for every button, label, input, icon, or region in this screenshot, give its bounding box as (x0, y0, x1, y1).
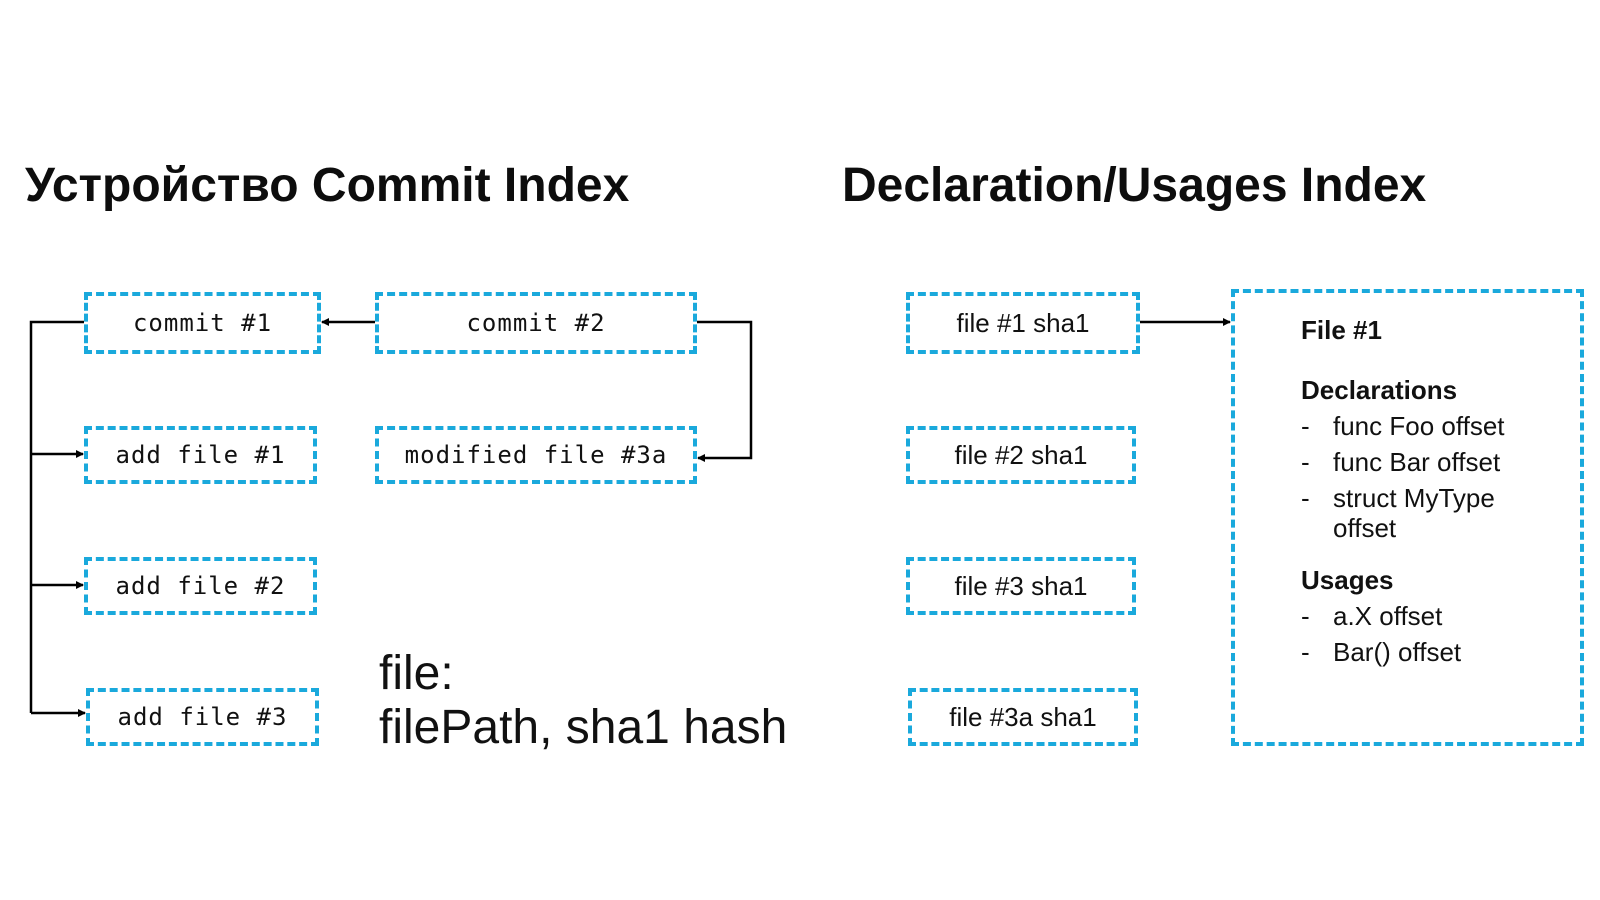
modified-file-3a-label: modified file #3a (404, 441, 668, 469)
bullet-dash: - (1301, 601, 1310, 631)
file-2-sha1-box: file #2 sha1 (906, 426, 1136, 484)
file-3-sha1-label: file #3 sha1 (954, 570, 1088, 601)
bullet-dash: - (1301, 411, 1310, 441)
declaration-item: struct MyType offset (1333, 483, 1495, 543)
commit-index-title: Устройство Commit Index (25, 159, 630, 212)
file-3a-sha1-label: file #3a sha1 (949, 701, 1097, 732)
file-detail-content: File #1 Declarations - func Foo offset -… (1301, 315, 1533, 673)
add-file-3-label: add file #3 (117, 703, 288, 731)
file-2-sha1-label: file #2 sha1 (954, 439, 1088, 470)
file-1-sha1-box: file #1 sha1 (906, 292, 1140, 354)
commit1-spine-line (29, 320, 84, 713)
arrow-commit2-to-modified-file3a (697, 320, 753, 462)
commit-1-label: commit #1 (132, 309, 273, 337)
commit-2-label: commit #2 (466, 309, 606, 337)
list-item: - struct MyType offset (1301, 483, 1533, 543)
file-3a-sha1-box: file #3a sha1 (908, 688, 1138, 746)
file-detail-title: File #1 (1301, 315, 1382, 345)
list-item: - func Bar offset (1301, 447, 1533, 477)
file-1-sha1-label: file #1 sha1 (956, 307, 1090, 338)
file-3-sha1-box: file #3 sha1 (906, 557, 1136, 615)
bullet-dash: - (1301, 483, 1310, 513)
file-detail-box: File #1 Declarations - func Foo offset -… (1231, 289, 1584, 746)
commit-2-box: commit #2 (375, 292, 697, 354)
file-note-line-2: filePath, sha1 hash (379, 701, 788, 754)
bullet-dash: - (1301, 447, 1310, 477)
add-file-2-box: add file #2 (84, 557, 317, 615)
list-item: - func Foo offset (1301, 411, 1533, 441)
declaration-usages-index-title: Declaration/Usages Index (842, 159, 1427, 212)
declaration-item: func Bar offset (1333, 447, 1501, 477)
declaration-item: func Foo offset (1333, 411, 1505, 441)
usage-item: a.X offset (1333, 601, 1443, 631)
usages-list: - a.X offset - Bar() offset (1301, 601, 1533, 667)
add-file-1-box: add file #1 (84, 426, 317, 484)
declarations-list: - func Foo offset - func Bar offset - st… (1301, 411, 1533, 543)
usage-item: Bar() offset (1333, 637, 1462, 667)
add-file-2-label: add file #2 (115, 572, 286, 600)
declarations-heading: Declarations (1301, 375, 1458, 405)
file-structure-note: file: filePath, sha1 hash (379, 647, 787, 755)
bullet-dash: - (1301, 637, 1310, 667)
commit-1-box: commit #1 (84, 292, 321, 354)
modified-file-3a-box: modified file #3a (375, 426, 697, 484)
add-file-3-box: add file #3 (86, 688, 319, 746)
list-item: - a.X offset (1301, 601, 1533, 631)
file-note-line-1: file: (379, 647, 454, 700)
list-item: - Bar() offset (1301, 637, 1533, 667)
add-file-1-label: add file #1 (115, 441, 286, 469)
usages-heading: Usages (1301, 565, 1394, 595)
